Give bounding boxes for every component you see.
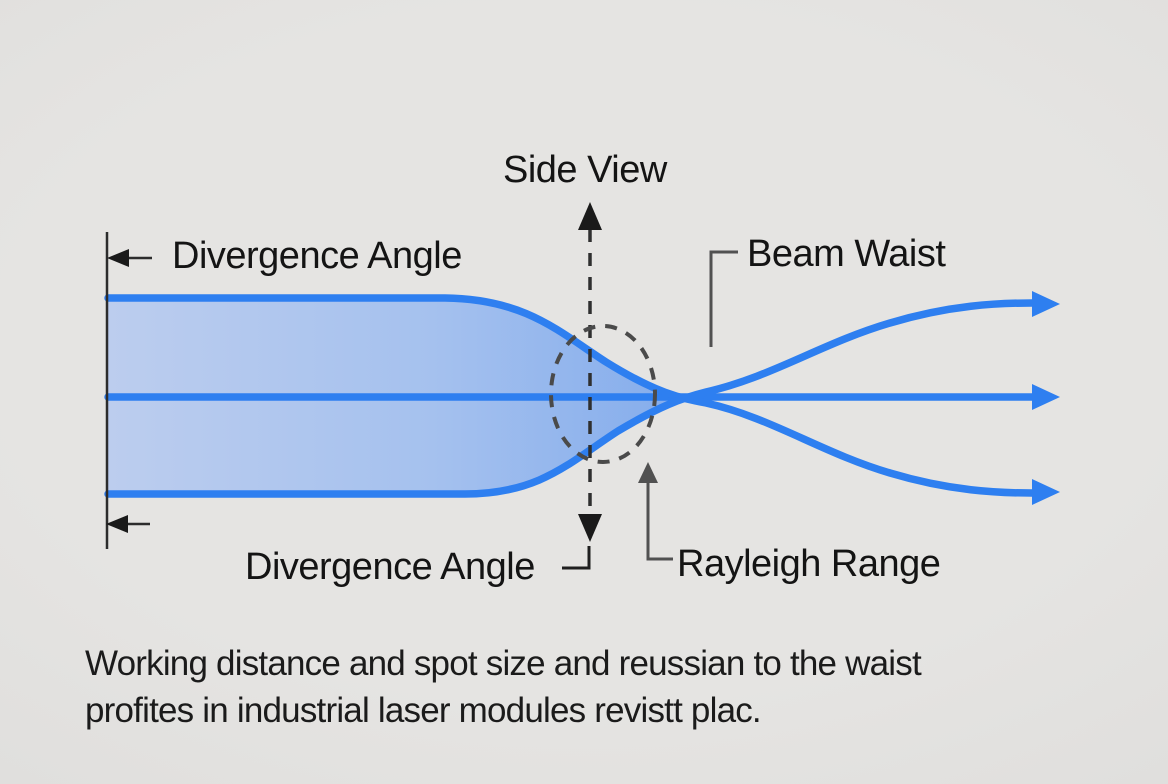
- divergence-arrow-bottom: [106, 515, 150, 533]
- up-arrow-icon: [638, 462, 658, 483]
- lens-ellipse: [549, 324, 657, 464]
- right-arrow-icon: [1032, 384, 1060, 410]
- divergence-arrow-top: [107, 249, 152, 267]
- side-view-title: Side View: [503, 149, 668, 191]
- left-arrow-icon: [106, 515, 128, 533]
- up-arrow-icon: [578, 202, 602, 230]
- divergence-angle-top-label: Divergence Angle: [172, 235, 462, 277]
- beam-waist-connector: [709, 250, 738, 347]
- caption-line-2: profites in industrial laser modules rev…: [85, 691, 761, 730]
- rayleigh-range-label: Rayleigh Range: [677, 543, 940, 585]
- divergence-angle-bottom-label: Divergence Angle: [245, 546, 535, 588]
- caption-line-1: Working distance and spot size and reuss…: [85, 644, 922, 683]
- right-arrow-icon: [1032, 479, 1060, 505]
- beam-edge-path: [104, 294, 1036, 497]
- beam-edge-path: [104, 299, 1036, 498]
- beam-waist-label: Beam Waist: [747, 233, 946, 275]
- beam-edge-top-to-lower-ray: [104, 294, 1060, 505]
- left-arrow-icon: [107, 249, 129, 267]
- divergence-bottom-connector: [562, 546, 591, 570]
- rayleigh-range-pointer: [638, 462, 673, 561]
- beam-axis-ray: [104, 384, 1060, 410]
- beam-edge-bottom-to-upper-ray: [104, 291, 1060, 498]
- down-arrow-icon: [578, 514, 602, 542]
- lens-axis-dashed-line: [578, 202, 602, 542]
- pointer-shaft: [646, 480, 673, 561]
- right-arrow-icon: [1032, 291, 1060, 317]
